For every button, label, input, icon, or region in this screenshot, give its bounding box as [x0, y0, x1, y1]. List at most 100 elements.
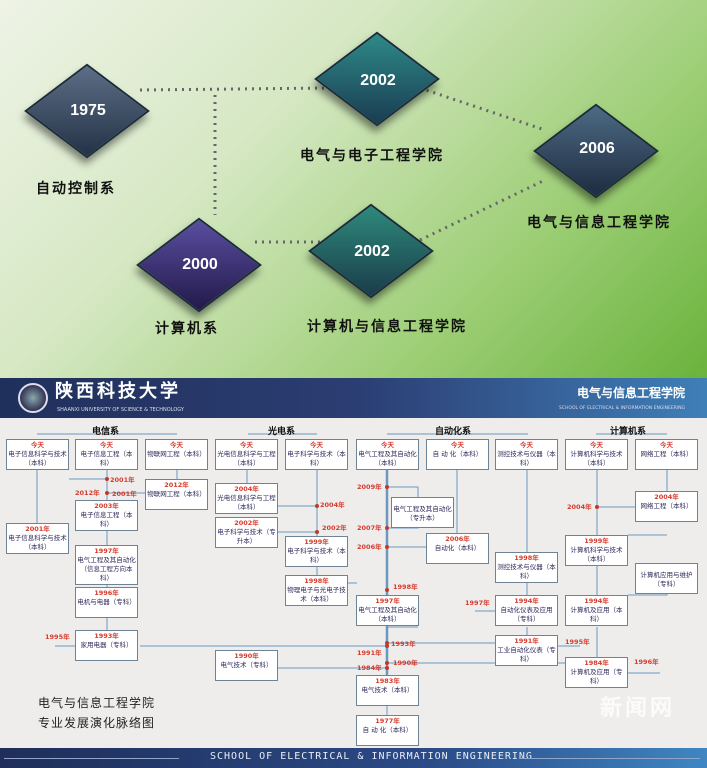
major-name: 工业自动化仪表（专科） [497, 646, 556, 663]
university-name: 陕西科技大学 [55, 381, 181, 402]
major-year: 1990年 [234, 652, 259, 660]
university-name-en: SHAANXI UNIVERSITY OF SCIENCE & TECHNOLO… [57, 407, 184, 413]
year-marker: 1995年 [565, 638, 590, 646]
major-name: 电气工程及其自动化（本科） [358, 450, 417, 467]
major-year: 1977年 [375, 717, 400, 725]
major-name: 物理电子与光电子技术（本科） [287, 586, 346, 603]
node-label: 自动控制系 [36, 181, 116, 197]
footer-text: SCHOOL OF ELECTRICAL & INFORMATION ENGIN… [210, 751, 533, 762]
major-year: 今天 [310, 441, 323, 449]
major-box: 今天电子科学与技术（本科） [285, 439, 348, 470]
major-year: 今天 [240, 441, 253, 449]
major-box: 今天计算机科学与技术（本科） [565, 439, 628, 470]
major-box: 1991年工业自动化仪表（专科） [495, 635, 558, 666]
major-name: 光电信息科学与工程（本科） [217, 494, 276, 511]
major-year: 1999年 [304, 538, 329, 546]
year-marker: 2002年 [322, 524, 347, 532]
major-box: 2002年电子科学与技术（专升本） [215, 517, 278, 548]
year-marker: 1998年 [393, 583, 418, 591]
major-year: 1984年 [584, 659, 609, 667]
major-name: 自 动 化（本科） [362, 726, 413, 734]
major-year: 1994年 [514, 597, 539, 605]
major-box: 1996年电机与电器（专科） [75, 587, 138, 618]
year-marker: 2012年 [75, 489, 100, 497]
major-name: 电气工程及其自动化（专升本） [393, 505, 452, 522]
major-box: 今天物联网工程（本科） [145, 439, 208, 470]
major-name: 网络工程（本科） [640, 450, 693, 458]
major-name: 网络工程（本科） [640, 502, 693, 510]
major-year: 1994年 [584, 597, 609, 605]
major-name: 测控技术与仪器（本科） [497, 563, 556, 580]
caption-line-2: 专业发展演化脉络图 [38, 716, 156, 730]
major-box: 1999年电子科学与技术（本科） [285, 536, 348, 567]
history-diagram: 1975 自动控制系 2002 电气与电子工程学院 2006 电气与信息工程学院… [0, 0, 707, 378]
node-year: 1975 [70, 102, 106, 119]
major-box: 今天光电信息科学与工程（本科） [215, 439, 278, 470]
footer-rule [4, 758, 179, 759]
major-name: 电气技术（专科） [220, 661, 273, 669]
caption-line-1: 电气与信息工程学院 [38, 696, 156, 710]
year-marker: 2001年 [110, 476, 135, 484]
major-box: 今天电气工程及其自动化（本科） [356, 439, 419, 470]
major-name: 计算机及应用（专科） [570, 668, 623, 685]
major-year: 2003年 [94, 502, 119, 510]
major-year: 2004年 [234, 485, 259, 493]
node-label: 电气与信息工程学院 [527, 215, 671, 231]
major-box: 1999年计算机科学与技术（本科） [565, 535, 628, 566]
major-box: 2012年物联网工程（本科） [145, 479, 208, 510]
major-year: 今天 [381, 441, 394, 449]
node-year: 2002 [360, 72, 396, 89]
node-year: 2000 [182, 256, 218, 273]
major-box: 1994年自动化仪表及应用（专科） [495, 595, 558, 626]
major-name: 计算机应用与维护（专科） [640, 571, 693, 588]
header-banner: 陕西科技大学 SHAANXI UNIVERSITY OF SCIENCE & T… [0, 378, 707, 418]
node-label: 计算机与信息工程学院 [307, 319, 467, 335]
year-marker: 1984年 [357, 664, 382, 672]
major-name: 电子信息工程（本科） [80, 511, 133, 528]
year-marker: 1993年 [391, 640, 416, 648]
year-marker: 1990年 [393, 659, 418, 667]
footer-rule [520, 758, 700, 759]
major-box: 1983年电气技术（本科） [356, 675, 419, 706]
footer-banner: SCHOOL OF ELECTRICAL & INFORMATION ENGIN… [0, 748, 707, 768]
year-marker: 2007年 [357, 524, 382, 532]
year-marker: 2004年 [320, 501, 345, 509]
dept-label: 电信系 [92, 427, 120, 437]
dept-label: 自动化系 [435, 427, 472, 437]
major-box: 1984年计算机及应用（专科） [565, 657, 628, 688]
major-box: 今天网络工程（本科） [635, 439, 698, 470]
major-name: 电机与电器（专科） [77, 598, 136, 606]
school-name: 电气与信息工程学院 [576, 386, 685, 400]
major-box: 计算机应用与维护（专科） [635, 563, 698, 594]
major-year: 1996年 [94, 589, 119, 597]
major-year: 1983年 [375, 677, 400, 685]
year-marker: 2004年 [567, 503, 592, 511]
major-name: 电子科学与技术（本科） [287, 450, 346, 467]
major-year: 今天 [100, 441, 113, 449]
major-name: 电子信息科学与技术（本科） [8, 534, 67, 551]
major-evolution-chart: 陕西科技大学 SHAANXI UNIVERSITY OF SCIENCE & T… [0, 378, 707, 768]
major-year: 1993年 [94, 632, 119, 640]
year-marker: 1991年 [357, 649, 382, 657]
dept-label: 光电系 [268, 427, 296, 437]
dotted-connectors [139, 86, 546, 244]
major-box: 1997年电气工程及其自动化（信息工程方向本科） [75, 545, 138, 585]
major-name: 电子科学与技术（专升本） [217, 528, 276, 545]
major-box: 今天电子信息工程（本科） [75, 439, 138, 470]
major-name: 电气技术（本科） [361, 686, 414, 694]
major-box: 2006年自动化（本科） [426, 533, 489, 564]
major-year: 今天 [31, 441, 44, 449]
major-name: 计算机科学与技术（本科） [570, 450, 623, 467]
year-marker: 1995年 [45, 633, 70, 641]
major-year: 今天 [520, 441, 533, 449]
major-year: 1998年 [304, 577, 329, 585]
major-year: 1999年 [584, 537, 609, 545]
major-name: 物联网工程（本科） [147, 490, 206, 498]
major-name: 家用电器（专科） [80, 641, 133, 649]
major-box: 1977年自 动 化（本科） [356, 715, 419, 746]
major-box: 2003年电子信息工程（本科） [75, 500, 138, 531]
major-box: 今天测控技术与仪器（本科） [495, 439, 558, 470]
university-logo [18, 383, 48, 413]
major-box: 1993年家用电器（专科） [75, 630, 138, 661]
major-name: 计算机及应用（本科） [570, 606, 623, 623]
